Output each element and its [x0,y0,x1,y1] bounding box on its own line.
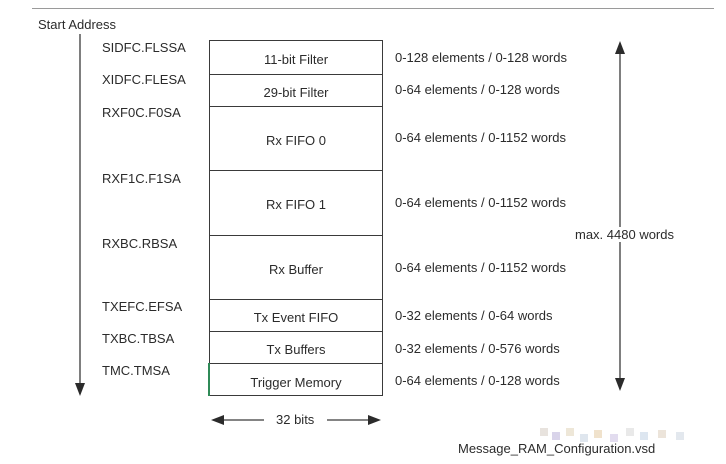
section-size-label: 0-64 elements / 0-128 words [395,82,560,97]
section-name: Rx FIFO 1 [266,197,326,212]
address-direction-arrowhead [75,383,85,396]
section-size-label: 0-64 elements / 0-1152 words [395,130,567,145]
section-size-label: 0-32 elements / 0-576 words [395,341,560,356]
section-size-label: 0-64 elements / 0-1152 words [395,195,567,210]
section-29bit-filter: 29-bit Filter [210,75,382,107]
section-name: Trigger Memory [250,374,342,390]
address-label: TXEFC.EFSA [102,299,183,314]
address-label: RXBC.RBSA [102,236,178,251]
address-label: RXF0C.F0SA [102,105,181,120]
width-arrowhead-right [368,415,381,425]
section-rx-fifo-1: Rx FIFO 1 [210,171,382,236]
section-tx-event-fifo: Tx Event FIFO [210,300,382,332]
address-label: XIDFC.FLESA [102,72,186,87]
top-rule [32,8,714,9]
section-11bit-filter: 11-bit Filter [210,41,382,75]
section-size-label: 0-128 elements / 0-128 words [395,50,567,65]
section-name: 11-bit Filter [263,51,329,67]
section-name: Rx FIFO 0 [266,132,326,148]
max-size-label: max. 4480 words [573,227,676,242]
section-name: Tx Buffers [266,341,326,357]
address-label: TXBC.TBSA [102,331,175,346]
address-label: RXF1C.F1SA [102,171,181,186]
address-label: SIDFC.FLSSA [102,40,186,55]
section-tx-buffers: Tx Buffers [210,332,382,364]
section-size-label: 0-64 elements / 0-128 words [395,373,560,388]
address-label: TMC.TMSA [102,363,170,378]
section-size-label: 0-32 elements / 0-64 words [395,308,553,323]
max-size-arrowhead-down [615,378,625,391]
start-address-label: Start Address [38,17,117,32]
width-label: 32 bits [276,412,315,427]
section-name: Rx Buffer [269,261,323,277]
accent-mark [208,363,210,396]
section-rx-buffer: Rx Buffer [210,236,382,300]
section-trigger-memory: Trigger Memory [210,364,382,397]
section-name: Tx Event FIFO [253,309,339,325]
message-ram-block: 11-bit Filter 29-bit Filter Rx FIFO 0 Rx… [209,40,383,396]
section-name: 29-bit Filter [263,84,329,100]
section-rx-fifo-0: Rx FIFO 0 [210,107,382,171]
file-caption: Message_RAM_Configuration.vsd [458,441,656,456]
width-arrowhead-left [211,415,224,425]
section-size-label: 0-64 elements / 0-1152 words [395,260,567,275]
max-size-arrowhead-up [615,41,625,54]
